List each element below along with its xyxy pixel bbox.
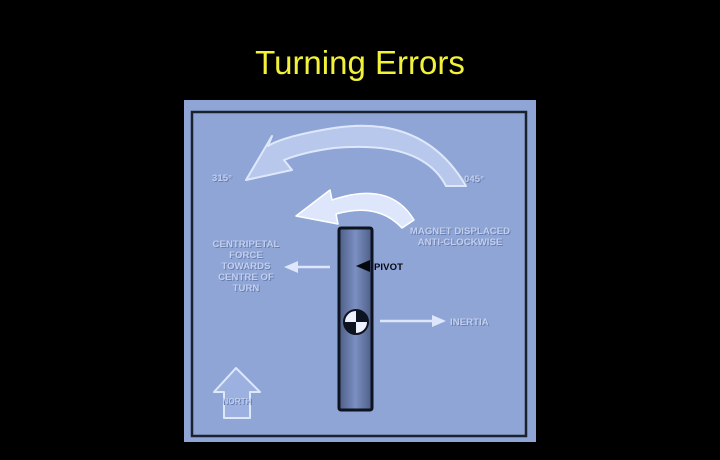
diagram-frame	[190, 110, 528, 438]
centripetal-force-label: CENTRIPETAL FORCE TOWARDS CENTRE OF TURN	[212, 239, 280, 294]
turn-direction-arrow	[245, 124, 467, 187]
north-arrow	[213, 367, 261, 419]
magnet-displaced-label: MAGNET DISPLACED ANTI-CLOCKWISE	[409, 226, 511, 248]
slide-title: Turning Errors	[255, 44, 465, 81]
centre-of-gravity-icon	[343, 309, 369, 335]
heading-315-label: 315°	[212, 173, 233, 184]
compass-diagram: 315° 045° MAGNET DISPLACED ANTI-CLOCKWIS…	[184, 100, 536, 442]
heading-045-label: 045°	[464, 174, 485, 185]
pivot-marker	[356, 260, 370, 272]
magnet-displacement-arrow	[295, 189, 415, 229]
inertia-arrow	[380, 315, 446, 327]
diagram-graphics	[190, 110, 528, 438]
centripetal-force-arrow	[284, 261, 330, 273]
north-label: NORTH	[222, 397, 252, 406]
pivot-label: PIVOT	[374, 262, 404, 273]
inertia-label: INERTIA	[450, 317, 489, 328]
